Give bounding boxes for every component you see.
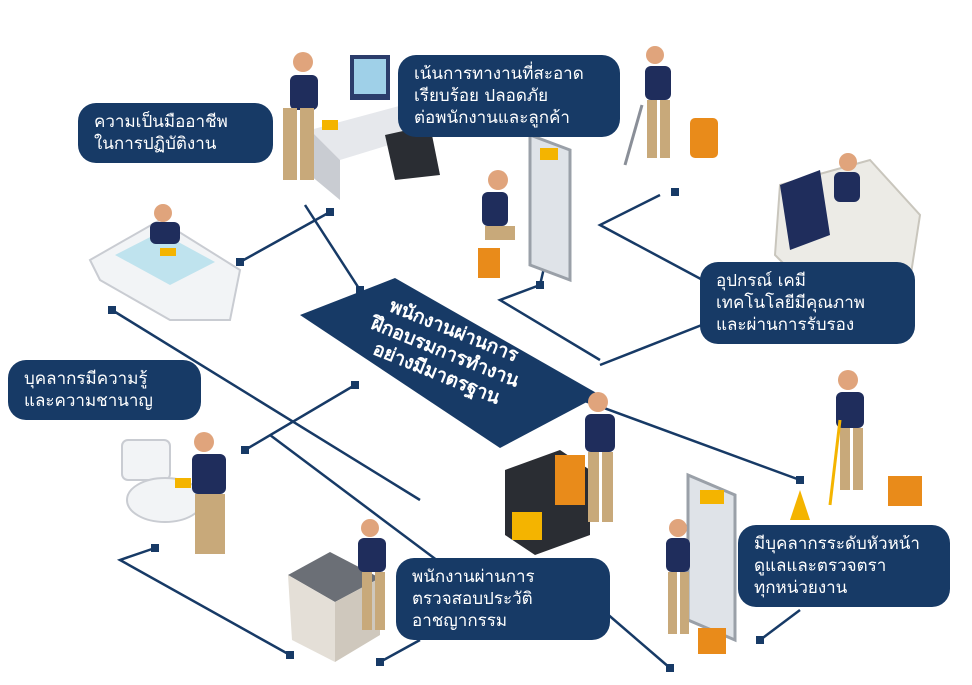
label-cleanliness: เน้นการทางานที่สะอาด เรียบร้อย ปลอดภัย ต…: [398, 55, 620, 137]
connector-dots: [108, 188, 804, 672]
connector-line: [111, 308, 421, 502]
connector-line: [239, 210, 331, 264]
connector-line: [303, 204, 362, 291]
mirror-cleaner-illustration: [666, 472, 737, 654]
connector-line: [379, 638, 421, 664]
connector-line: [269, 434, 451, 571]
bathtub-illustration: [88, 204, 242, 321]
connector-line: [244, 383, 356, 452]
connector-line: [597, 193, 741, 302]
center-diamond: [300, 278, 600, 448]
label-professional: ความเป็นมืออาชีพ ในการปฏิบัติงาน: [78, 103, 273, 163]
toilet-cleaner-illustration: [121, 432, 226, 554]
connector-line: [604, 611, 671, 669]
label-supervisor: มีบุคลากรระดับหัวหน้า ดูแลและตรวจตรา ทุก…: [738, 525, 950, 607]
label-equipment: อุปกรณ์ เคมี เทคโนโลยีมีคุณภาพ และผ่านกา…: [700, 262, 915, 344]
mop-worker-illustration: [790, 370, 922, 520]
window-cleaner-illustration: [478, 132, 572, 283]
connector-line: [759, 609, 801, 641]
connector-line: [116, 546, 291, 657]
label-background: พนักงานผ่านการ ตรวจสอบประวัติ อาชญากรรม: [396, 558, 610, 640]
vacuum-worker-illustration: [623, 46, 718, 166]
label-knowledge: บุคลากรมีความรู้ และความชานาญ: [8, 360, 201, 420]
dishwashing-illustration: [288, 519, 386, 662]
cleaning-cart-illustration: [505, 392, 615, 555]
desk-worker-illustration: [283, 52, 470, 200]
